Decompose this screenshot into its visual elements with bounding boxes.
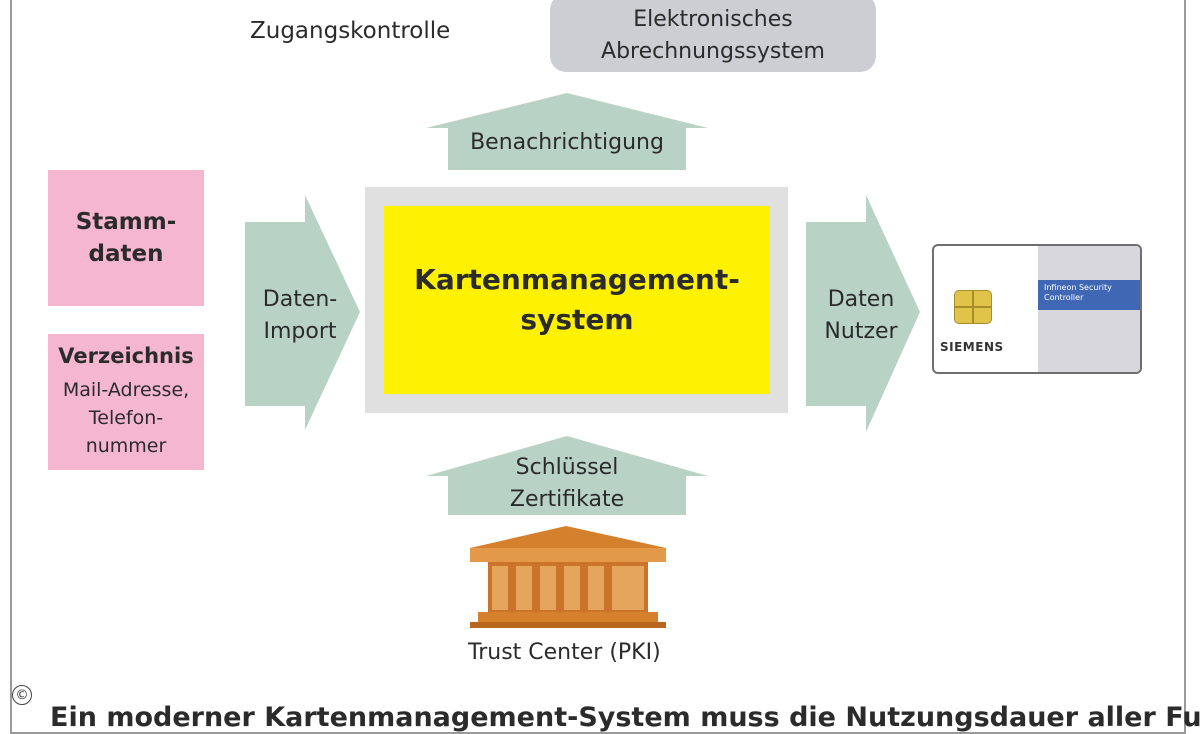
data-user-line-2: Nutzer [824, 319, 898, 344]
directory-title: Verzeichnis [58, 344, 194, 368]
notification-arrow [426, 93, 708, 170]
data-import-arrow [245, 195, 360, 430]
data-user-label: Daten Nutzer [806, 284, 916, 348]
billing-system-line-1: Elektronisches [633, 7, 793, 32]
chip-icon [954, 290, 992, 324]
directory-line-1: Mail-Adresse, [62, 379, 190, 401]
data-import-line-1: Daten- [262, 287, 338, 312]
card-brand: SIEMENS [940, 340, 1004, 354]
data-user-arrow [806, 195, 920, 432]
data-import-label: Daten- Import [245, 284, 355, 348]
keys-arrow [426, 436, 708, 515]
billing-system-line-2: Abrechnungssystem [601, 39, 825, 64]
directory-line-2: Telefon- [88, 407, 164, 429]
card-management-line-1: Kartenmanagement- [414, 263, 740, 296]
billing-system-box: Elektronisches Abrechnungssystem [550, 0, 876, 72]
notification-label: Benachrichtigung [470, 130, 664, 155]
data-user-line-1: Daten [827, 287, 895, 312]
card-management-system-box: Kartenmanagement- system [384, 206, 770, 394]
trust-center-building-icon [470, 526, 666, 628]
figure-caption: Ein moderner Kartenmanagement-System mus… [50, 702, 1200, 733]
data-import-line-2: Import [263, 319, 337, 344]
copyright-icon: © [12, 685, 32, 705]
master-data-box: Stamm- daten [48, 170, 204, 306]
keys-line-1: Schlüssel [515, 455, 619, 480]
card-band-text: Infineon Security Controller [1038, 280, 1140, 310]
card-management-line-2: system [520, 303, 634, 336]
master-data-line-2: daten [88, 241, 164, 267]
smart-card-icon: Infineon Security Controller SIEMENS [932, 244, 1142, 374]
keys-line-2: Zertifikate [509, 487, 625, 512]
master-data-line-1: Stamm- [75, 209, 177, 235]
directory-box: Verzeichnis Mail-Adresse, Telefon- numme… [48, 334, 204, 470]
keys-certificates-label: Schlüssel Zertifikate [448, 452, 686, 516]
trust-center-label: Trust Center (PKI) [468, 640, 661, 665]
card-grey-panel [1038, 246, 1140, 372]
access-control-label: Zugangskontrolle [250, 18, 451, 44]
directory-line-3: nummer [85, 435, 167, 457]
